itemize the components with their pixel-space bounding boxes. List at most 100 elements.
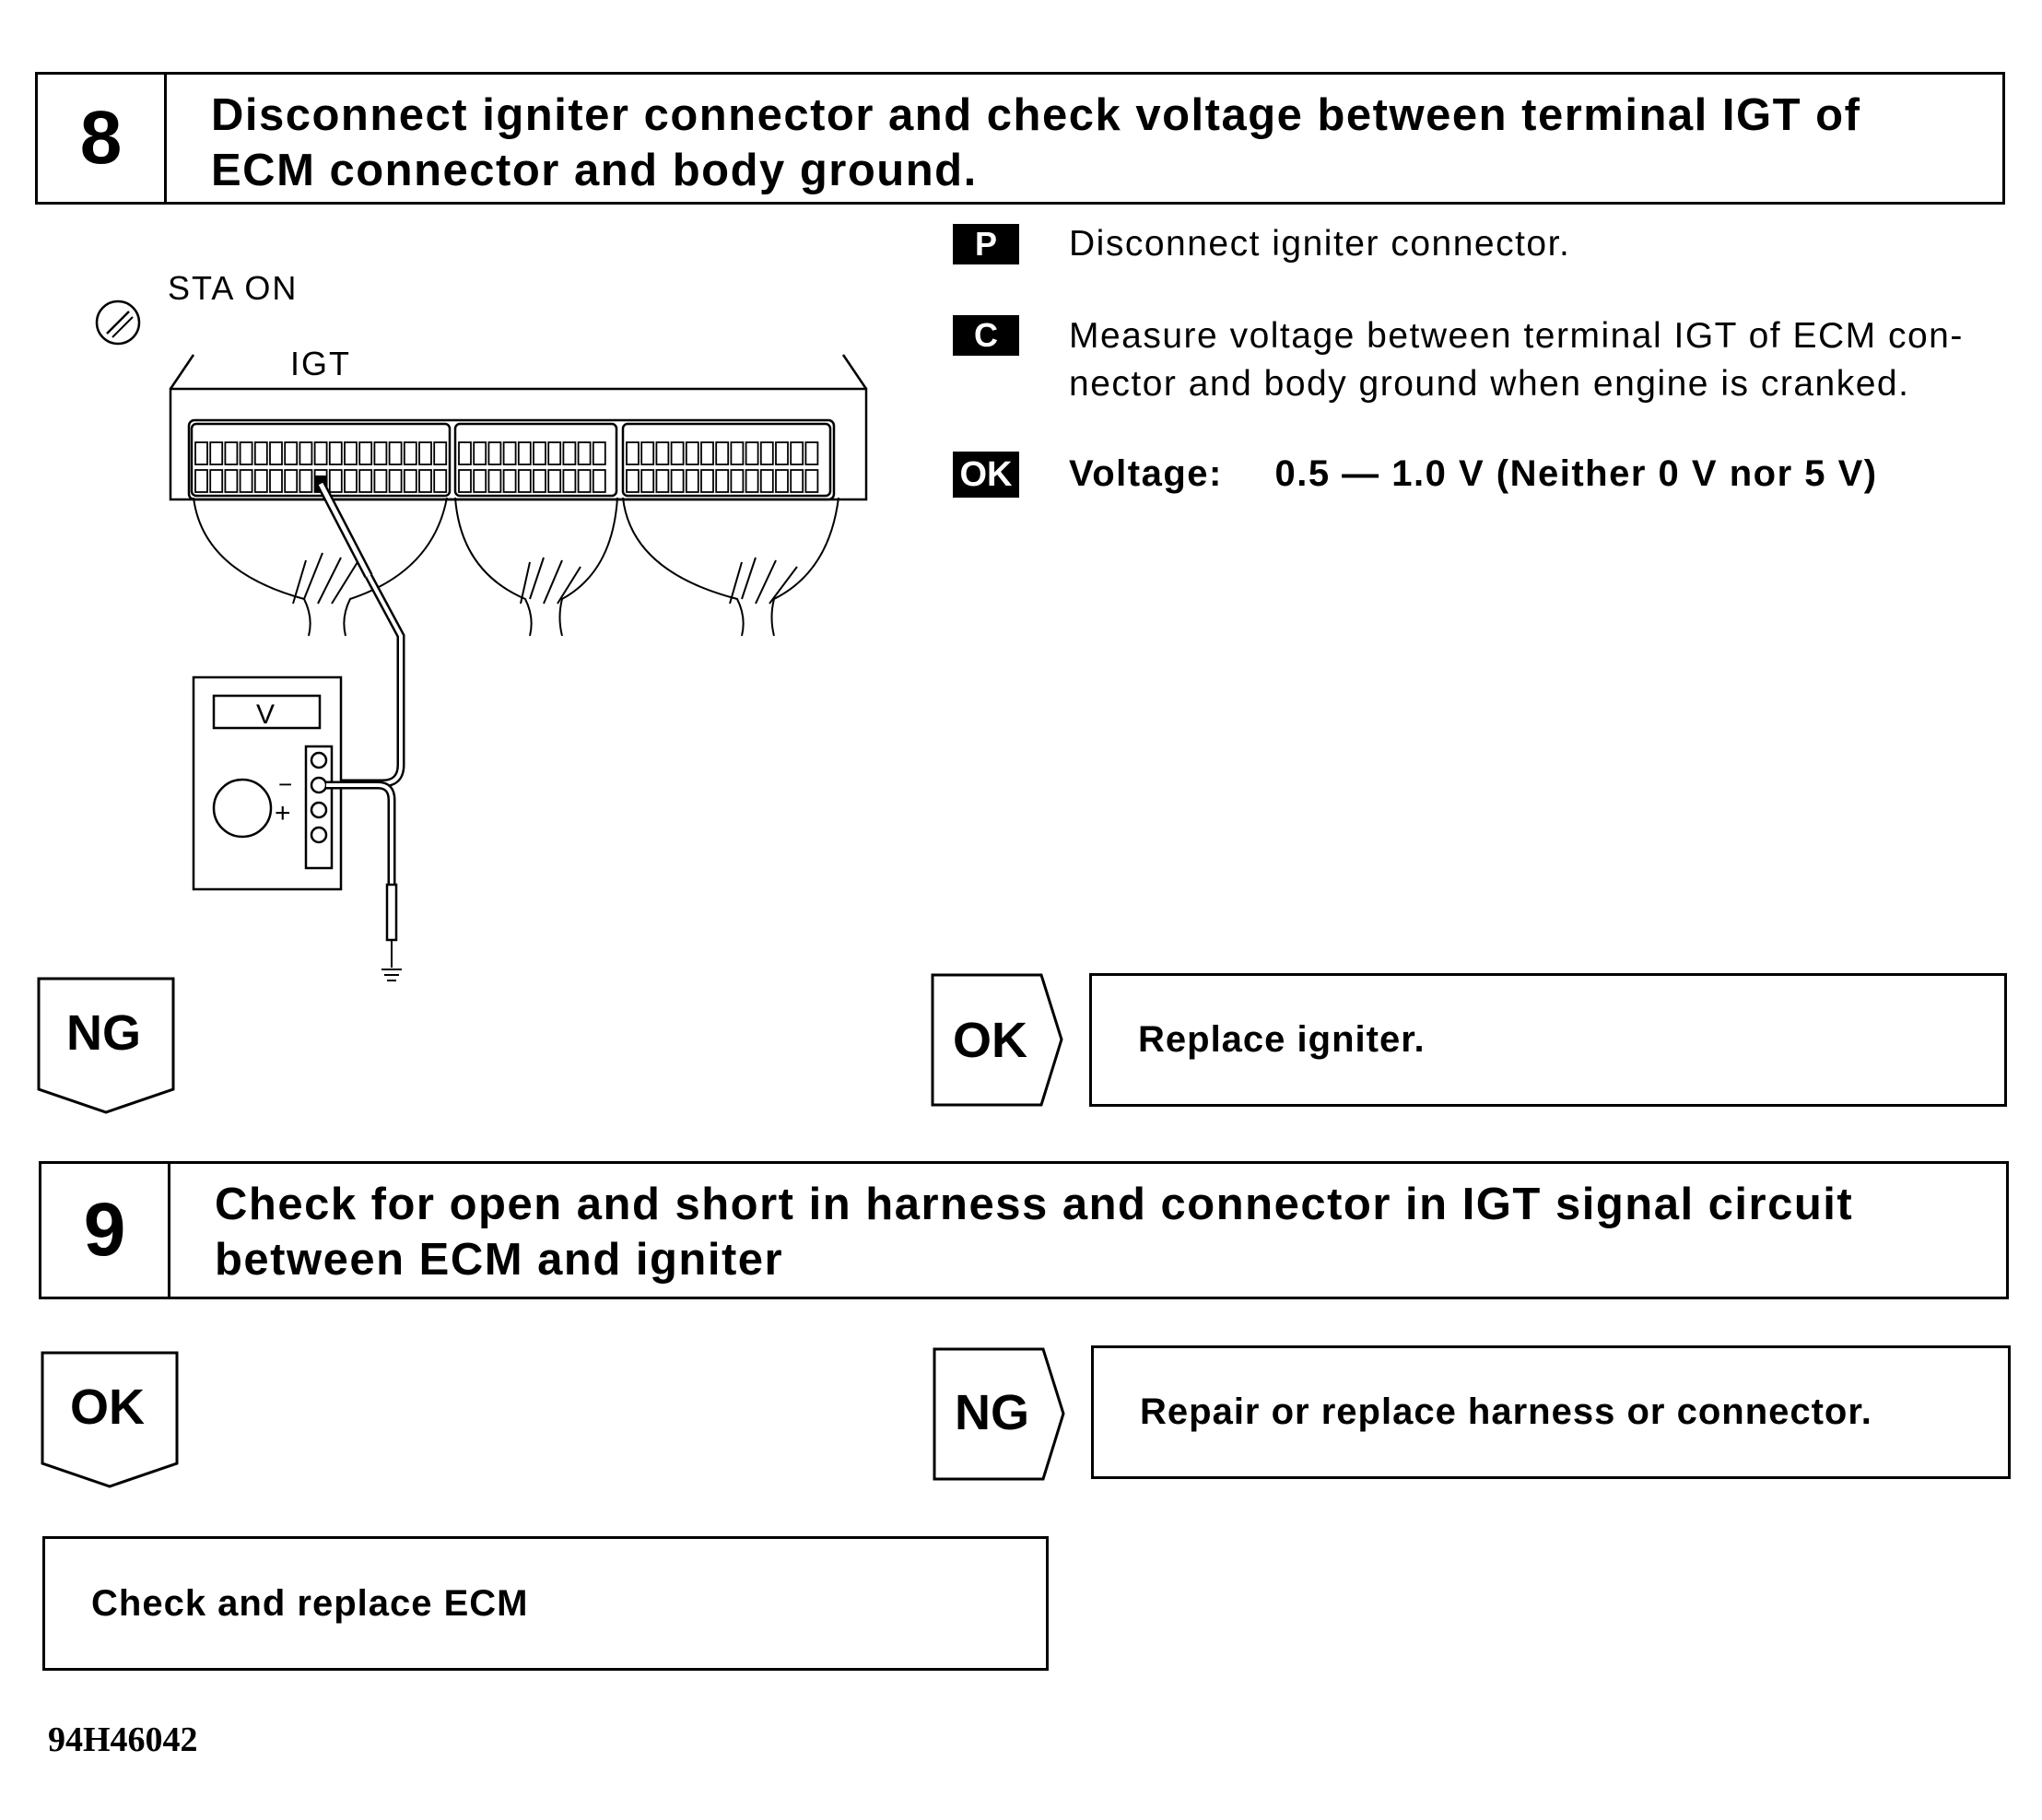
- connector-pin: [626, 469, 640, 493]
- connector-pin: [418, 441, 432, 465]
- connector-pin: [253, 469, 268, 493]
- connector-pin: [685, 441, 699, 465]
- connector-pin: [592, 469, 606, 493]
- connector-pin: [403, 441, 417, 465]
- connector-pin: [745, 441, 759, 465]
- ok-badge: OK: [953, 452, 1019, 498]
- check-badge: C: [953, 315, 1019, 356]
- check-instruction: Measure voltage between terminal IGT of …: [1069, 312, 1964, 408]
- connector-pin: [775, 469, 789, 493]
- connector-pin: [284, 469, 299, 493]
- connector-pin: [670, 441, 685, 465]
- connector-pin: [373, 441, 388, 465]
- connector-pin: [517, 441, 532, 465]
- connector-pin: [562, 469, 577, 493]
- connector-pin: [715, 441, 730, 465]
- ng-down-arrow: [37, 977, 175, 1114]
- step-title-line-1: Check for open and short in harness and …: [215, 1180, 1854, 1229]
- replace-igniter-box: Replace igniter.: [1089, 973, 2007, 1107]
- connector-pin: [804, 441, 819, 465]
- connector-pin: [487, 441, 502, 465]
- connector-pin: [626, 441, 640, 465]
- connector-pin: [344, 441, 358, 465]
- connector-pin: [533, 441, 546, 465]
- connector-pin: [433, 469, 448, 493]
- connector-pin: [640, 469, 655, 493]
- connector-pin: [640, 441, 655, 465]
- connector-pin: [715, 469, 730, 493]
- connector-pin: [358, 469, 373, 493]
- connector-pin: [655, 441, 670, 465]
- ng-down-label: NG: [66, 1005, 141, 1061]
- ng-right-arrow: [933, 1347, 1065, 1481]
- step-number: 9: [41, 1164, 170, 1297]
- prep-badge: P: [953, 224, 1019, 264]
- check-instruction-line-2: nector and body ground when engine is cr…: [1069, 364, 1910, 404]
- connector-pin: [299, 441, 313, 465]
- wire-harness: [193, 497, 839, 637]
- connector-pin: [745, 469, 759, 493]
- connector-pin: [253, 441, 268, 465]
- connector-pin: [700, 469, 714, 493]
- connector-pin: [388, 441, 403, 465]
- connector-pin: [284, 441, 299, 465]
- connector-pin: [224, 469, 239, 493]
- connector-pin: [730, 469, 745, 493]
- step-9-header: 9 Check for open and short in harness an…: [39, 1161, 2009, 1299]
- check-instruction-line-1: Measure voltage between terminal IGT of …: [1069, 316, 1964, 356]
- connector-pin: [790, 441, 804, 465]
- connector-pin: [487, 469, 502, 493]
- document-code: 94H46042: [48, 1720, 198, 1759]
- connector-pin: [239, 469, 253, 493]
- step-8-header: 8 Disconnect igniter connector and check…: [35, 72, 2005, 205]
- meter-plus-label: +: [275, 798, 291, 828]
- repair-harness-text: Repair or replace harness or connector.: [1140, 1391, 1872, 1432]
- ok-criteria: Voltage: 0.5 — 1.0 V (Neither 0 V nor 5 …: [1069, 450, 1878, 498]
- connector-pin: [592, 441, 606, 465]
- connector-pin: [403, 469, 417, 493]
- step-title-line-2: between ECM and igniter: [215, 1235, 784, 1285]
- ok-down-label: OK: [70, 1380, 145, 1435]
- igt-label: IGT: [290, 345, 351, 382]
- connector-pin: [299, 469, 313, 493]
- repair-harness-box: Repair or replace harness or connector.: [1091, 1345, 2011, 1479]
- connector-pin: [685, 469, 699, 493]
- replace-ecm-box: Check and replace ECM: [42, 1536, 1049, 1671]
- connector-pin: [700, 441, 714, 465]
- connector-pin: [209, 469, 224, 493]
- step-title: Check for open and short in harness and …: [215, 1177, 1969, 1287]
- connector-pin: [655, 469, 670, 493]
- connector-pin: [194, 469, 208, 493]
- connector-pin: [804, 469, 819, 493]
- connector-pin: [730, 441, 745, 465]
- ground-symbol-icon: [381, 969, 402, 981]
- step-title-line-2: ECM connector and body ground.: [211, 146, 978, 195]
- connector-pin: [373, 469, 388, 493]
- connector-pin: [577, 469, 592, 493]
- connector-pin: [433, 441, 448, 465]
- prep-instruction: Disconnect igniter connector.: [1069, 224, 1571, 264]
- sta-on-label: STA ON: [168, 269, 298, 307]
- replace-ecm-text: Check and replace ECM: [91, 1582, 529, 1624]
- connector-pin: [562, 441, 577, 465]
- connector-pin: [388, 469, 403, 493]
- connector-pin: [313, 441, 328, 465]
- ecm-connector-diagram: STA ON IGT: [95, 269, 868, 981]
- connector-pin: [502, 469, 517, 493]
- connector-pin: [577, 441, 592, 465]
- step-number: 8: [38, 75, 167, 202]
- voltmeter: [192, 675, 343, 891]
- ok-criteria-label: Voltage:: [1069, 453, 1223, 494]
- connector-pin: [790, 469, 804, 493]
- ok-right-label: OK: [953, 1013, 1027, 1068]
- connector-pin: [239, 441, 253, 465]
- connector-pin: [670, 469, 685, 493]
- connector-pin: [473, 469, 487, 493]
- replace-igniter-text: Replace igniter.: [1138, 1019, 1426, 1060]
- connector-pin: [458, 441, 472, 465]
- connector-pin: [269, 441, 283, 465]
- connector-pin: [759, 469, 774, 493]
- ok-criteria-value: 0.5 — 1.0 V (Neither 0 V nor 5 V): [1274, 453, 1878, 494]
- ignition-key-icon: [95, 299, 141, 346]
- connector-pins: [194, 441, 819, 493]
